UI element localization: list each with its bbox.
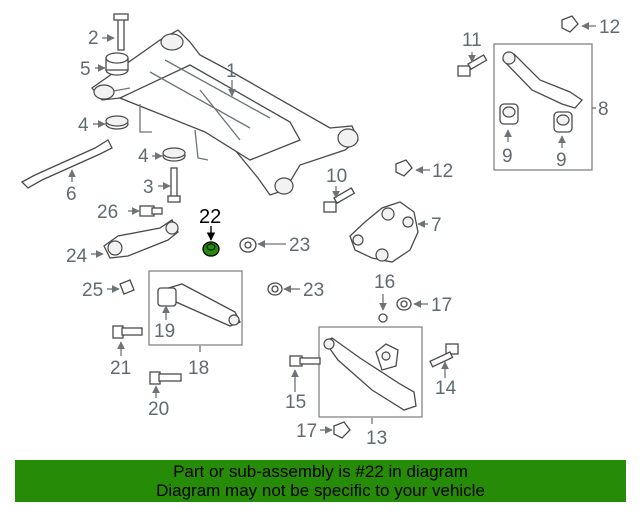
callout-4b: 4 <box>138 146 149 167</box>
lower-arm-13 <box>323 337 417 411</box>
bushing-23b <box>267 282 283 296</box>
upper-arm-8 <box>501 51 583 109</box>
knuckle-7 <box>349 201 419 263</box>
callout-20: 20 <box>148 399 169 420</box>
brace-6 <box>20 139 113 189</box>
bushing-9b <box>553 111 573 133</box>
callout-11: 11 <box>462 30 482 51</box>
bushing-9a <box>499 103 519 125</box>
callout-17b: 17 <box>296 421 317 442</box>
bolt-14 <box>429 343 459 368</box>
callout-15: 15 <box>285 392 306 413</box>
callout-23b: 23 <box>303 280 324 301</box>
banner-line-1: Part or sub-assembly is #22 in diagram <box>173 462 468 481</box>
nut-17b <box>333 421 351 439</box>
callout-10: 10 <box>326 166 347 187</box>
callout-25: 25 <box>82 280 103 301</box>
callout-6: 6 <box>66 184 77 205</box>
callout-7: 7 <box>431 215 442 236</box>
bolt-10 <box>323 187 356 213</box>
callout-21: 21 <box>110 358 131 379</box>
nut-17a <box>396 297 412 311</box>
banner-line-2: Diagram may not be specific to your vehi… <box>156 481 485 500</box>
callout-12a: 12 <box>599 17 620 38</box>
callout-18: 18 <box>188 358 209 379</box>
bolt-26 <box>139 205 163 217</box>
callout-4a: 4 <box>78 115 89 136</box>
washer-4b <box>162 147 186 162</box>
callout-9a: 9 <box>502 146 513 167</box>
bushing-23a <box>239 237 257 253</box>
leader-lines <box>68 22 596 434</box>
washer-16 <box>378 313 388 323</box>
bolt-21 <box>112 325 143 339</box>
callout-14: 14 <box>435 378 457 399</box>
callout-24: 24 <box>66 246 88 267</box>
bolt-15 <box>289 355 321 367</box>
bolt-3 <box>167 167 181 203</box>
callout-1: 1 <box>226 61 237 82</box>
assembly-box-8 <box>493 43 593 171</box>
nut-12a <box>561 15 579 33</box>
callout-8: 8 <box>598 99 609 120</box>
callout-3: 3 <box>143 177 154 198</box>
mount-5 <box>105 52 129 76</box>
callout-17a: 17 <box>431 295 452 316</box>
bushing-22 <box>202 241 220 257</box>
callout-12b: 12 <box>432 161 453 182</box>
callout-23a: 23 <box>289 235 310 256</box>
washer-4a <box>105 115 129 130</box>
info-banner: Part or sub-assembly is #22 in diagram D… <box>15 460 626 502</box>
arm-24 <box>103 219 179 259</box>
callout-19: 19 <box>154 321 175 342</box>
callout-5: 5 <box>80 59 91 80</box>
callout-13: 13 <box>366 428 387 449</box>
assembly-box-13 <box>318 326 423 418</box>
assembly-box-18 <box>148 270 243 346</box>
bolt-2 <box>113 13 129 51</box>
nut-25 <box>119 279 135 295</box>
rear-subframe <box>91 29 359 196</box>
bolt-20 <box>149 371 182 385</box>
callout-2: 2 <box>88 28 99 49</box>
callout-26: 26 <box>97 202 118 223</box>
link-19 <box>157 283 241 327</box>
callout-16: 16 <box>374 272 395 293</box>
callout-9b: 9 <box>556 150 567 171</box>
callout-22[interactable]: 22 <box>199 206 221 228</box>
nut-12b <box>395 159 413 177</box>
